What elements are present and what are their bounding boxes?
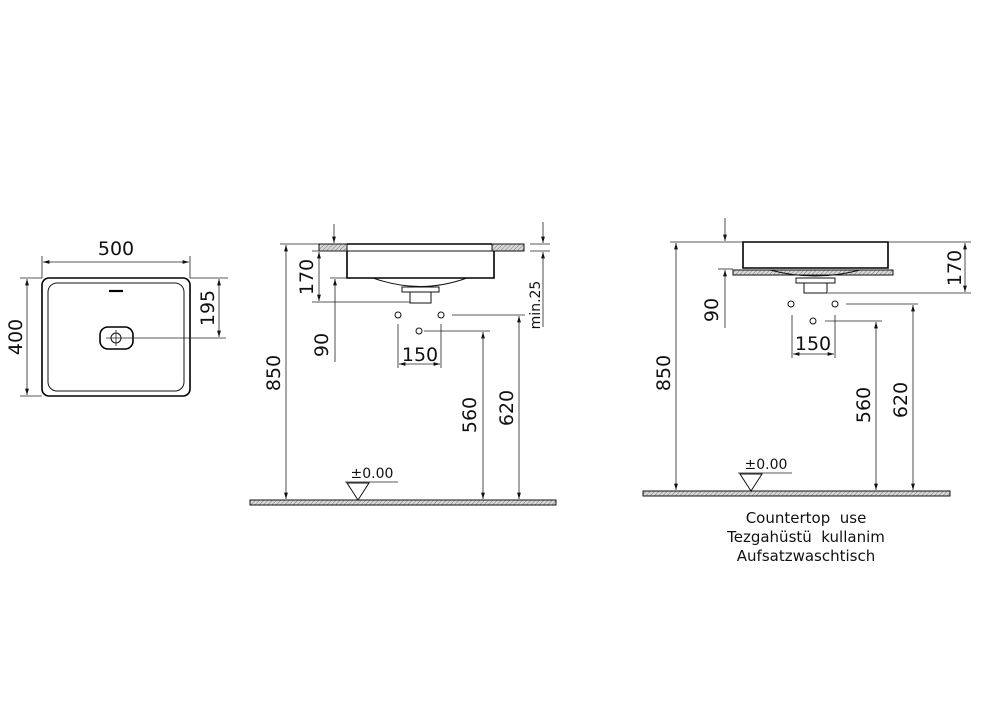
trap-height-low-dimension: 560 [853,387,875,423]
depth-dimension: 400 [5,319,27,355]
side-view-countertop: 150 850 90 170 560 620 ±0.00 Countertop … [642,218,971,565]
trap-spacing-dimension: 150 [795,333,831,355]
trap-icon-center [809,317,817,325]
level-marker-icon [739,473,763,492]
total-height-dimension: 850 [653,355,675,391]
trap-icon-right [437,311,445,319]
basin-outline-inner [47,282,185,392]
basin-outline-outer [41,277,191,397]
trap-height-high-dimension: 620 [890,382,912,418]
trap-spacing-dimension: 150 [402,344,438,366]
bowl-height-dimension: 170 [944,250,966,286]
basin-body [346,251,495,279]
top-view: 500 400 195 [5,238,228,397]
trap-icon-left [787,300,795,308]
drain-height-dimension: 90 [311,333,333,357]
trap-icon-center [415,327,423,335]
floor-level-label: ±0.00 [745,457,788,473]
drain-pipe [409,291,432,304]
level-marker-icon [346,482,370,501]
caption-line-tr: Tezgahüstü kullanim [726,528,885,546]
trap-height-low-dimension: 560 [459,397,481,433]
drain-pipe [803,282,828,294]
caption-line-de: Aufsatzwaschtisch [737,547,875,565]
drain-height-dimension: 90 [701,298,723,322]
trap-icon-left [394,311,402,319]
floor-line [249,499,557,506]
countertop-slab [732,269,894,276]
countertop-min-dimension: min.25 [528,281,544,330]
bowl-height-dimension: 170 [296,259,318,295]
drain-offset-dimension: 195 [197,290,219,326]
side-view-inset: 150 850 170 90 min.25 560 620 ±0.00 [249,222,557,506]
caption-line-en: Countertop use [746,509,867,527]
countertop-right [491,243,525,252]
trap-icon-right [831,300,839,308]
floor-line [642,490,951,497]
basin-body [742,241,889,269]
width-dimension: 500 [98,238,134,260]
total-height-dimension: 850 [263,355,285,391]
countertop-left [318,243,348,252]
floor-level-label: ±0.00 [351,466,394,482]
trap-height-high-dimension: 620 [496,390,518,426]
